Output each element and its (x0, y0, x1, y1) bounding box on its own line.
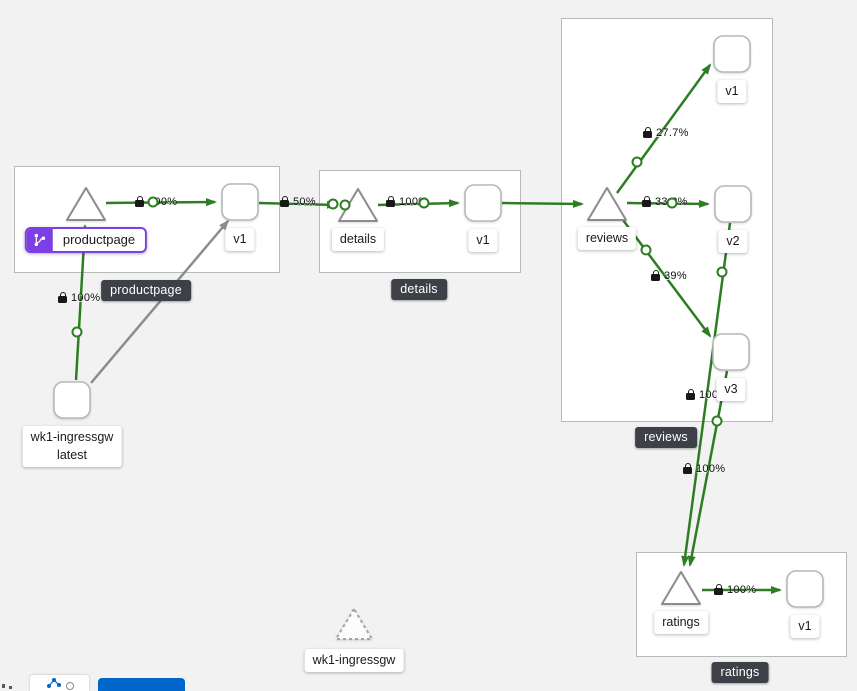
mtls-lock-icon (135, 196, 144, 207)
node-label-reviews-v2[interactable]: v2 (718, 230, 748, 254)
node-shape-productpage-v1[interactable] (221, 183, 259, 221)
group-label-reviews: reviews (635, 427, 697, 448)
cropped-control-marks-2 (9, 686, 12, 689)
network-icon (46, 678, 61, 688)
group-label-productpage: productpage (101, 280, 191, 301)
edge-traffic-percentage: 100% (399, 196, 429, 208)
group-label-details: details (391, 279, 447, 300)
edge-label-details-to-v1: 100% (386, 195, 428, 208)
node-shape-ingressgw-service-idle[interactable] (335, 608, 373, 640)
node-shape-productpage-service[interactable] (66, 187, 106, 221)
mtls-lock-icon (280, 196, 289, 207)
node-shape-reviews-v3[interactable] (712, 333, 750, 371)
node-label-ingressgw-service-idle[interactable]: wk1-ingressgw (304, 649, 404, 673)
legend-button[interactable] (98, 678, 185, 691)
magnifier-ring-icon (65, 682, 74, 690)
node-shape-ratings-v1[interactable] (786, 570, 824, 608)
edge-traffic-percentage: 100% (71, 292, 101, 304)
edge-traffic-percentage: 27.7% (656, 127, 689, 139)
node-label-productpage-v1[interactable]: v1 (225, 228, 255, 252)
selected-node-badge-productpage-service[interactable]: productpage (24, 227, 148, 253)
edge-traffic-percentage: 39% (664, 270, 687, 282)
node-shape-details-v1[interactable] (464, 184, 502, 222)
edge-ppv1-to-details[interactable] (258, 200, 338, 209)
node-label-ratings-v1[interactable]: v1 (790, 615, 820, 639)
group-label-ratings: ratings (711, 662, 769, 683)
edge-label-gw-to-productpage: 100% (58, 291, 100, 304)
edge-label-ppv1-to-details: 50% (280, 195, 316, 208)
edge-traffic-percentage: 33.2% (655, 196, 688, 208)
edge-label-ratings-to-v1: 100% (714, 583, 756, 596)
mtls-lock-icon (683, 463, 692, 474)
mtls-lock-icon (58, 292, 67, 303)
node-label-details-service[interactable]: details (331, 228, 385, 252)
mtls-lock-icon (643, 127, 652, 138)
mtls-lock-icon (686, 389, 695, 400)
mtls-lock-icon (714, 584, 723, 595)
code-branch-icon (26, 229, 53, 251)
node-label-reviews-v3[interactable]: v3 (716, 378, 746, 402)
edge-reviews-to-v1[interactable] (615, 63, 712, 194)
mtls-lock-icon (642, 196, 651, 207)
node-label-ratings-service[interactable]: ratings (654, 611, 708, 635)
edge-label-reviewsv3-to-ratings: 100% (683, 462, 725, 475)
edge-gw-to-productpage-v1[interactable] (90, 219, 230, 384)
node-label-details-v1[interactable]: v1 (468, 229, 498, 253)
node-shape-reviews-service[interactable] (587, 187, 627, 221)
edge-productpage-to-v1[interactable] (105, 198, 217, 207)
node-label-text: productpage (52, 229, 146, 251)
edge-reviewsv3-to-ratings[interactable] (687, 370, 729, 567)
edge-traffic-percentage: 100% (727, 584, 757, 596)
node-label-reviews-service[interactable]: reviews (577, 227, 637, 251)
edge-reviewsv2-to-ratings[interactable] (681, 222, 732, 567)
edge-label-productpage-to-v1: 100% (135, 195, 177, 208)
node-shape-reviews-v1[interactable] (713, 35, 751, 73)
node-label-reviews-v1[interactable]: v1 (717, 80, 747, 104)
node-shape-reviews-v2[interactable] (714, 185, 752, 223)
cropped-control-marks (2, 684, 5, 688)
edge-to-reviews-service[interactable] (501, 199, 584, 208)
node-shape-ingressgw-workload[interactable] (53, 381, 91, 419)
edge-label-reviews-to-v2: 33.2% (642, 195, 688, 208)
edge-traffic-percentage: 50% (293, 196, 316, 208)
mtls-lock-icon (386, 196, 395, 207)
node-shape-ratings-service[interactable] (661, 571, 701, 605)
edge-traffic-percentage: 100% (696, 463, 726, 475)
node-shape-details-service[interactable] (338, 188, 378, 222)
mtls-lock-icon (651, 270, 660, 281)
graph-layout-button[interactable] (30, 675, 89, 691)
edge-label-reviews-to-v1: 27.7% (643, 126, 689, 139)
edge-traffic-percentage: 100% (148, 196, 178, 208)
edge-label-reviews-to-v3: 39% (651, 269, 687, 282)
